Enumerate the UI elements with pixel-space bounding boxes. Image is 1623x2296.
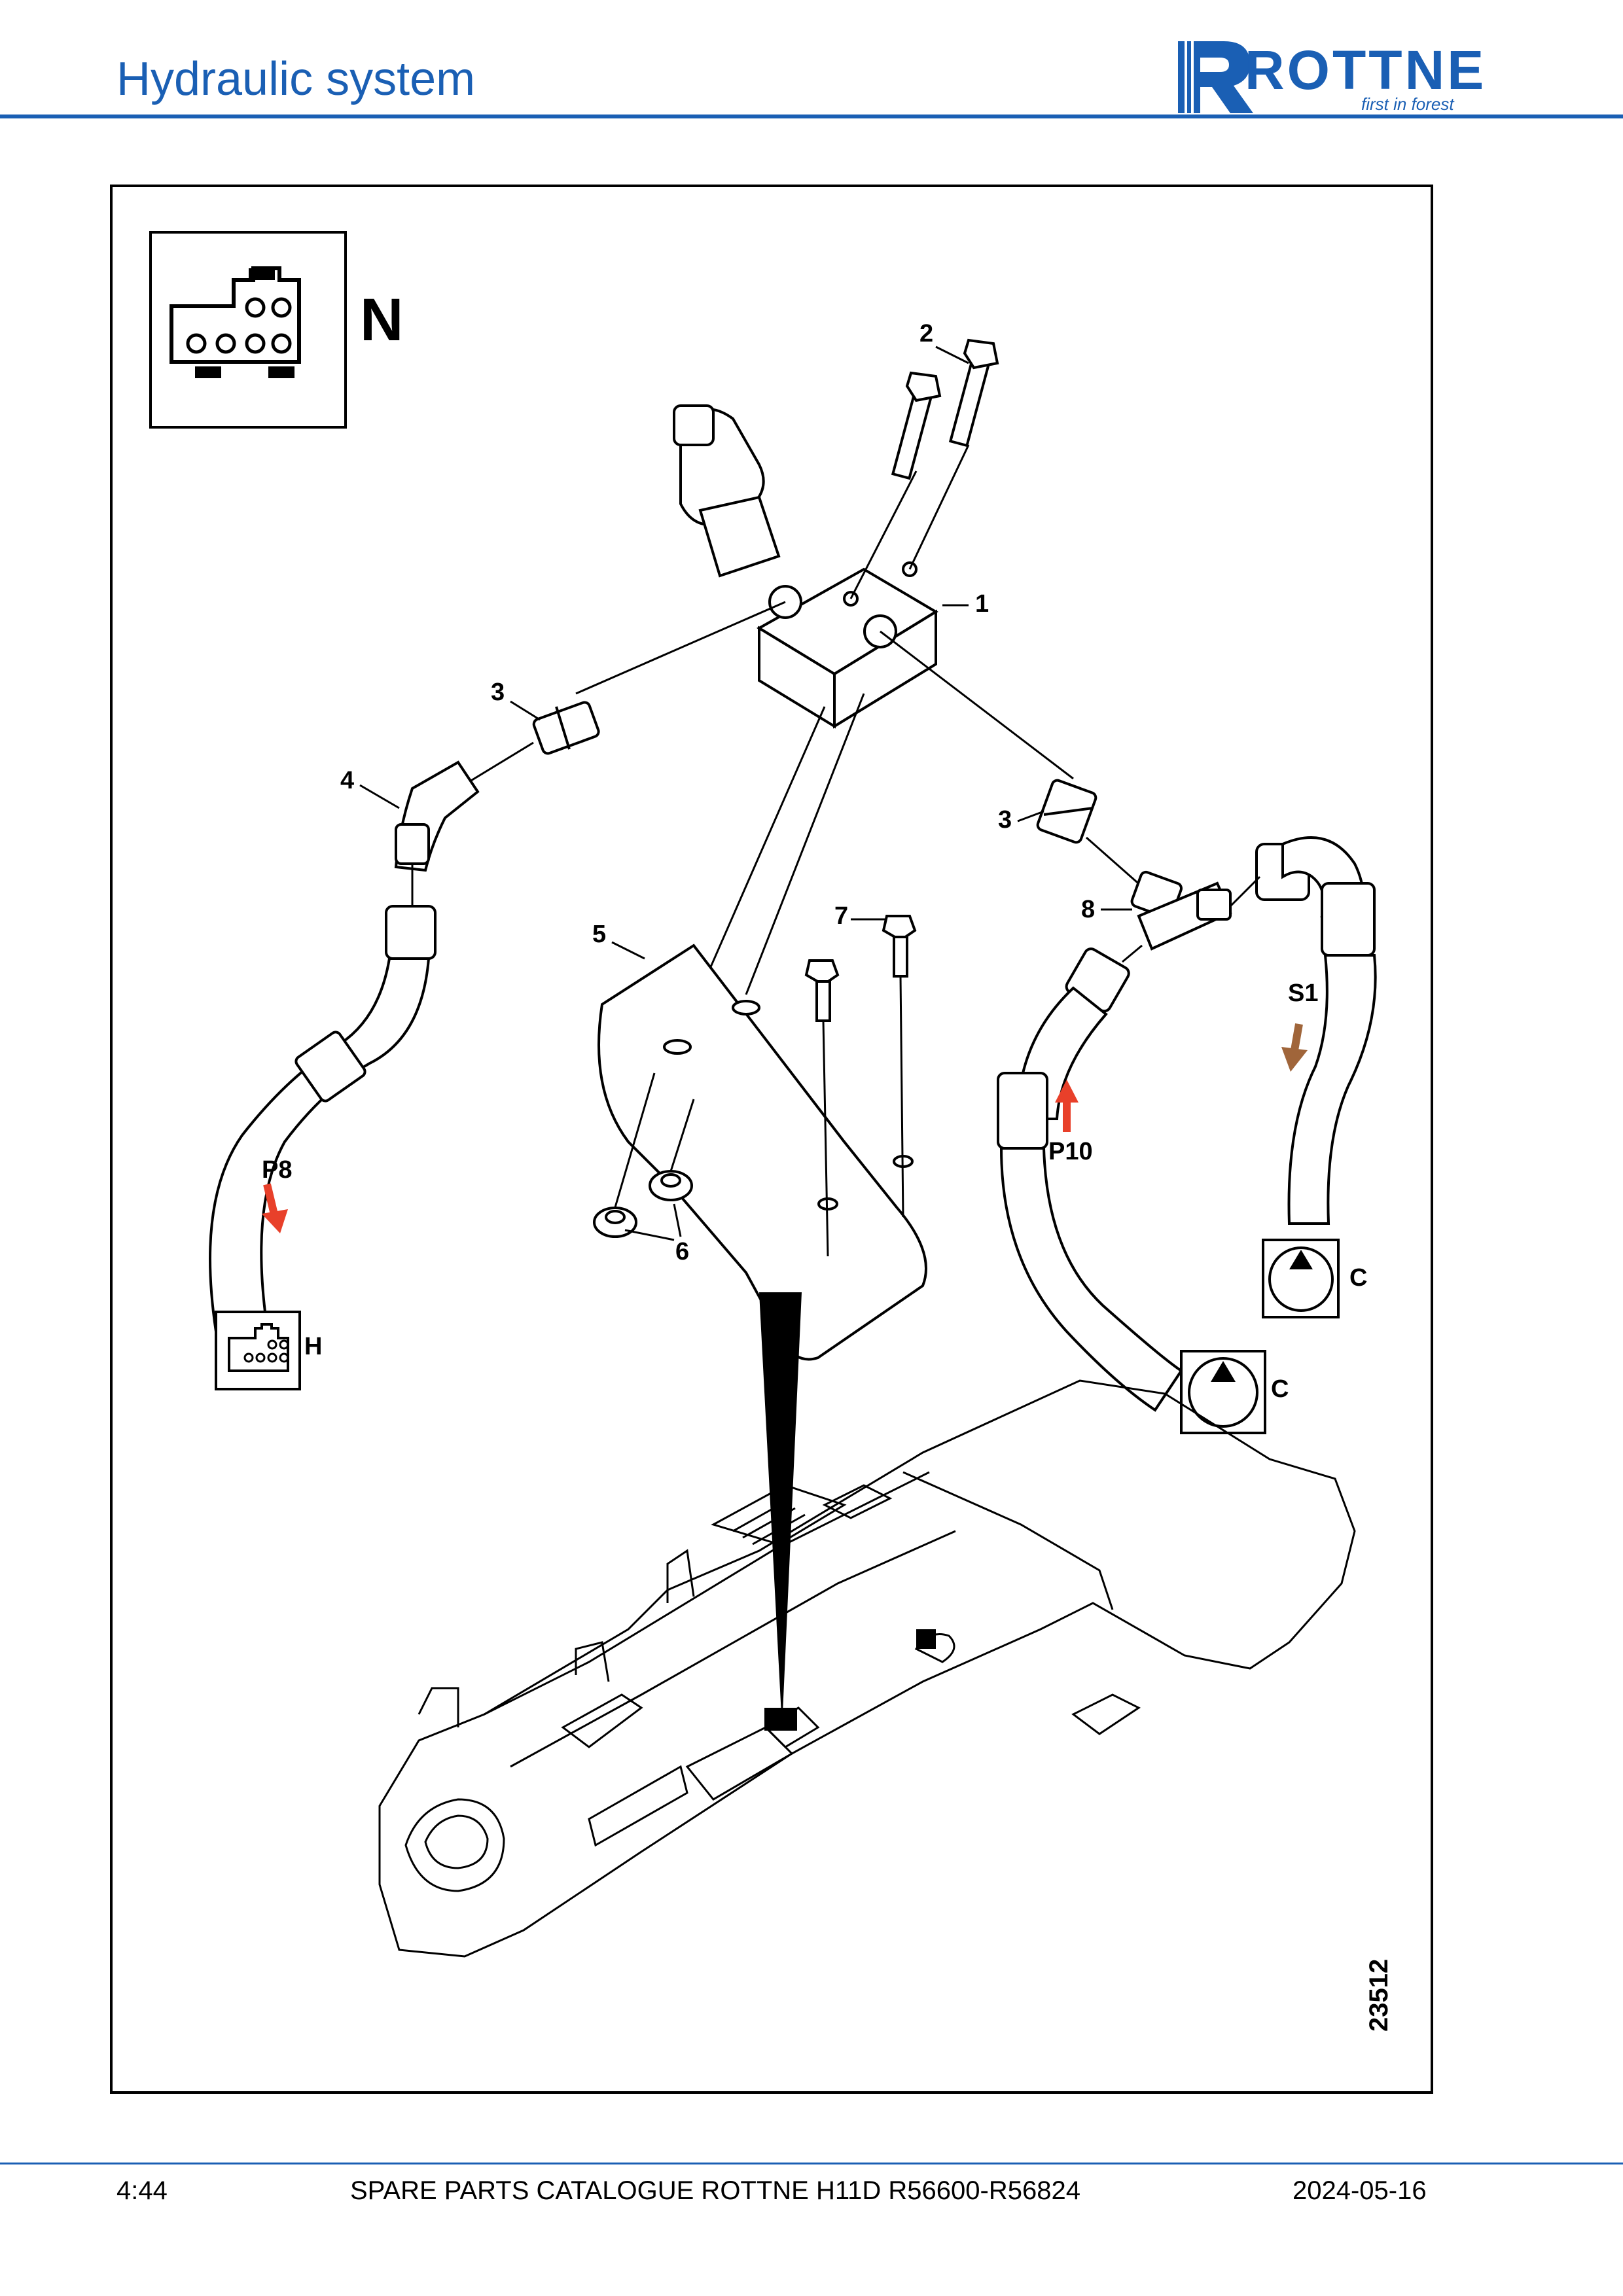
hose-p10 [997,947,1183,1412]
callout-3-right: 3 [998,806,1012,834]
page-number: 4:44 [116,2176,168,2205]
hose-label-s1: S1 [1288,980,1318,1007]
bolt-7 [804,915,917,1022]
page-title: Hydraulic system [116,53,476,105]
pressure-arrow-p10-icon [1055,1080,1079,1132]
callout-3-left: 3 [491,679,505,706]
pressure-arrow-p8-icon [262,1183,288,1233]
return-arrow-s1-icon [1281,1023,1308,1072]
rottne-logo: ROTTNE first in forest [1178,39,1486,114]
pump-label-c-lower: C [1271,1375,1289,1403]
pump-c-icon [1180,1350,1266,1434]
brand-name: ROTTNE [1245,39,1486,101]
hose-label-p8: P8 [262,1156,292,1184]
elbow-fitting-4 [394,760,480,872]
diagram-frame [110,185,1433,2094]
callout-5: 5 [592,921,606,948]
pump-c-icon [1262,1239,1340,1318]
header-divider [0,115,1623,118]
rottne-logo-mark-icon [1178,41,1253,113]
mounting-bracket-5 [597,944,927,1361]
hose-p8 [209,905,437,1333]
adapter-fitting-3-right [1036,779,1097,844]
valve-location-marker [764,1629,936,1731]
connector-label-h: H [304,1333,322,1360]
connector-n-icon [149,231,347,429]
callout-6: 6 [675,1238,689,1265]
machine-frame-drawing [378,1379,1356,1958]
publication-date: 2024-05-16 [1293,2176,1427,2205]
callout-2: 2 [919,320,933,347]
hose-s1 [1255,836,1377,1225]
callout-4: 4 [340,767,354,794]
callout-1: 1 [975,590,989,618]
catalogue-title: SPARE PARTS CATALOGUE ROTTNE H11D R56600… [350,2176,1080,2205]
connector-h-icon [215,1311,301,1390]
connector-n-label: N [360,287,403,353]
flange-nut-6 [593,1170,693,1238]
pump-label-c-upper: C [1349,1264,1367,1292]
brand-tagline: first in forest [1361,94,1455,114]
bolt-2 [891,338,999,480]
valve-block [673,404,938,729]
callout-8: 8 [1081,896,1095,923]
footer-divider [0,2163,1623,2164]
drawing-number: 23512 [1364,1959,1393,2032]
location-pointer [759,1292,802,1727]
tee-fitting-8 [1130,870,1232,951]
adapter-fitting-3-left [532,701,600,755]
hose-label-p10: P10 [1048,1138,1093,1165]
callout-7: 7 [834,902,848,930]
